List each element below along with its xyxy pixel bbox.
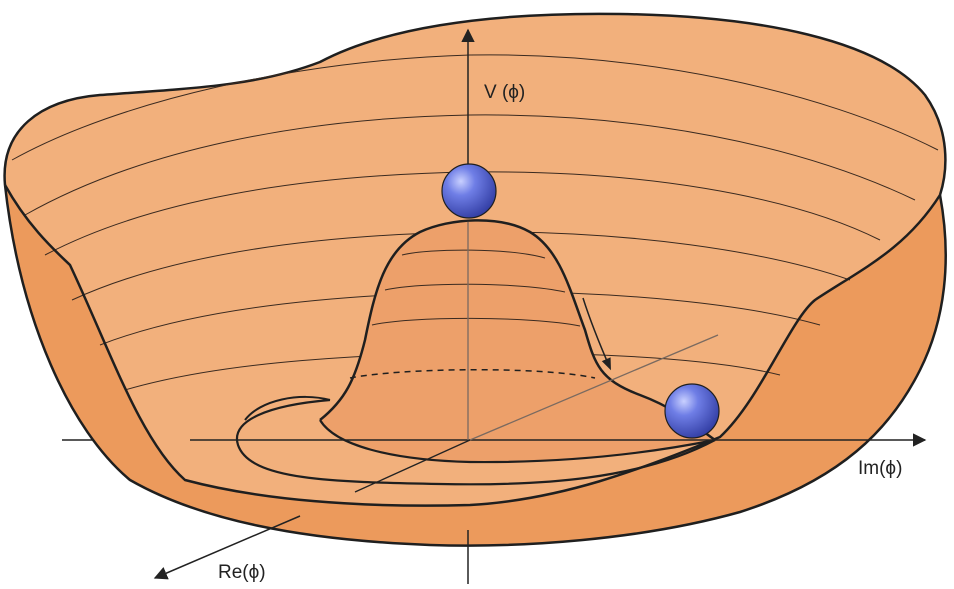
bowl-rim bbox=[3, 12, 947, 196]
bowl-front-side bbox=[5, 185, 946, 546]
potential-trough bbox=[235, 398, 716, 486]
re-axis bbox=[153, 515, 301, 580]
re-axis-back bbox=[469, 334, 719, 441]
rolling-down-arrow bbox=[582, 297, 611, 371]
bowl-lip-edge bbox=[3, 184, 942, 507]
re-axis-mid bbox=[354, 439, 471, 493]
trough-left-loop bbox=[244, 396, 331, 421]
v-axis-label: V (ϕ) bbox=[484, 82, 525, 103]
bowl-bottom-outline bbox=[3, 184, 947, 547]
re-axis-label: Re(ϕ) bbox=[218, 562, 266, 583]
ground-state-ball bbox=[664, 383, 720, 439]
hump-base-front bbox=[319, 419, 716, 464]
central-hump bbox=[320, 220, 715, 463]
im-axis-label: Im(ϕ) bbox=[858, 458, 902, 479]
hump-hidden-ring bbox=[349, 369, 596, 379]
unstable-equilibrium-ball bbox=[441, 163, 497, 219]
hump-outline bbox=[319, 219, 716, 442]
hump-contour-lines bbox=[371, 249, 581, 327]
